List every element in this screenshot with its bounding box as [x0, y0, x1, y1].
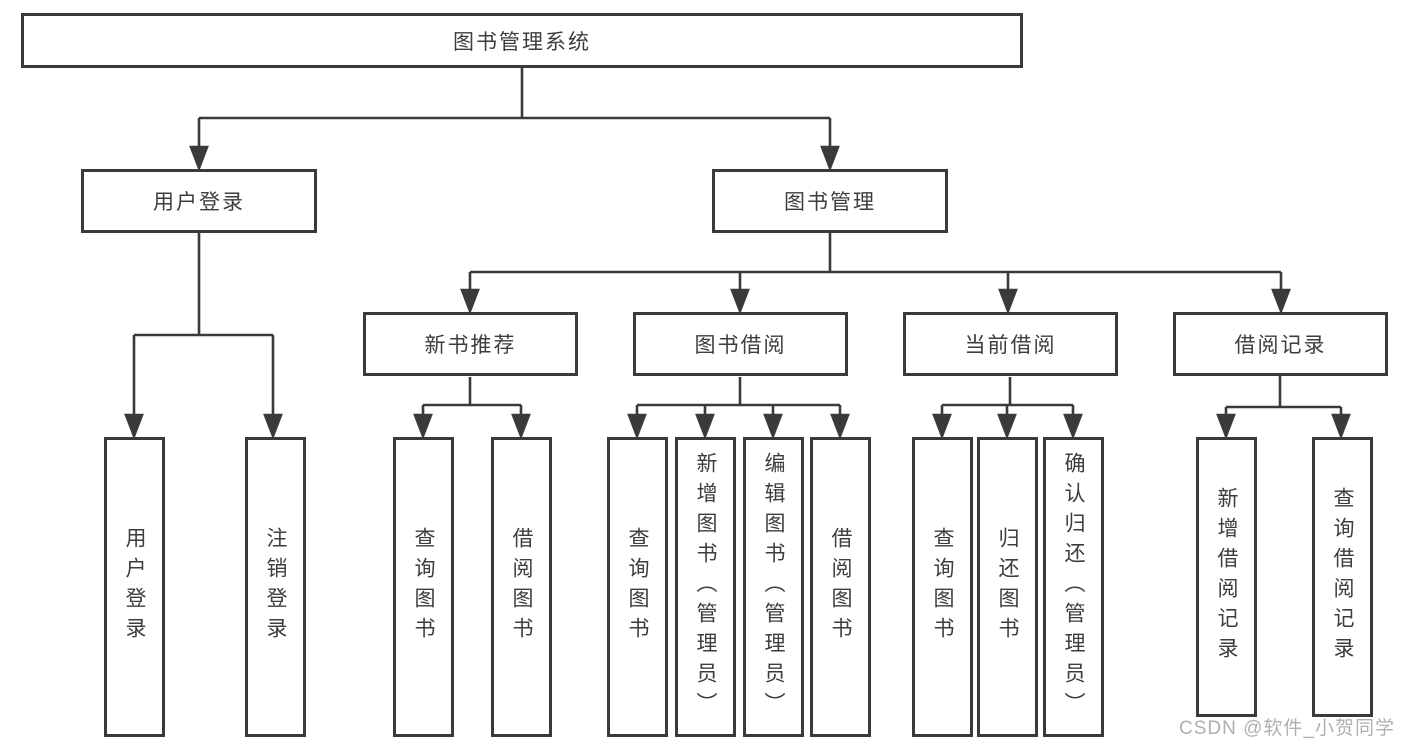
node-leaf-nb-query-books-label: 查询图书 — [412, 527, 435, 647]
node-leaf-bb-borrow-books: 借阅图书 — [810, 437, 871, 737]
node-leaf-cb-confirm-return-label: 确认归还（管理员） — [1062, 452, 1085, 722]
node-leaf-bb-borrow-books-label: 借阅图书 — [829, 527, 852, 647]
node-root: 图书管理系统 — [21, 13, 1023, 68]
node-leaf-bb-query-books: 查询图书 — [607, 437, 668, 737]
node-new-books-branch: 新书推荐 — [363, 312, 578, 376]
node-book-mgmt-branch-label: 图书管理 — [784, 191, 876, 214]
node-leaf-user-login: 用户登录 — [104, 437, 165, 737]
node-leaf-bb-query-books-label: 查询图书 — [626, 527, 649, 647]
connector-bookmgmt-to-level3 — [460, 233, 1291, 315]
connector-currentborrow-to-leaves — [932, 377, 1083, 440]
node-book-borrow-branch: 图书借阅 — [633, 312, 848, 376]
node-borrow-records-branch-label: 借阅记录 — [1234, 334, 1327, 357]
node-user-login-branch-label: 用户登录 — [153, 191, 245, 214]
node-leaf-nb-borrow-books: 借阅图书 — [491, 437, 552, 737]
node-leaf-bb-add-books: 新增图书（管理员） — [675, 437, 736, 737]
connector-borrowrecords-to-leaves — [1216, 376, 1351, 440]
node-leaf-nb-query-books: 查询图书 — [393, 437, 454, 737]
node-current-borrow-branch-label: 当前借阅 — [964, 334, 1057, 357]
node-book-mgmt-branch: 图书管理 — [712, 169, 948, 233]
node-leaf-nb-borrow-books-label: 借阅图书 — [510, 527, 533, 647]
node-book-borrow-branch-label: 图书借阅 — [694, 334, 787, 357]
connector-newbooks-to-leaves — [413, 377, 531, 440]
node-leaf-bb-add-books-label: 新增图书（管理员） — [694, 452, 717, 722]
connector-root-to-level2 — [189, 68, 840, 172]
connector-userlogin-to-leaves — [124, 233, 283, 440]
node-user-login-branch: 用户登录 — [81, 169, 317, 233]
node-leaf-cb-return-books: 归还图书 — [977, 437, 1038, 737]
node-leaf-bb-edit-books-label: 编辑图书（管理员） — [762, 452, 785, 722]
watermark: CSDN @软件_小贺同学 — [1179, 718, 1395, 739]
node-leaf-br-query-record: 查询借阅记录 — [1312, 437, 1373, 717]
node-leaf-cb-query-books-label: 查询图书 — [931, 527, 954, 647]
node-leaf-br-query-record-label: 查询借阅记录 — [1331, 487, 1354, 667]
node-leaf-logout-label: 注销登录 — [264, 527, 287, 647]
node-current-borrow-branch: 当前借阅 — [903, 312, 1118, 376]
node-borrow-records-branch: 借阅记录 — [1173, 312, 1388, 376]
node-new-books-branch-label: 新书推荐 — [424, 334, 517, 357]
node-leaf-br-add-record-label: 新增借阅记录 — [1215, 487, 1238, 667]
node-leaf-user-login-label: 用户登录 — [123, 527, 146, 647]
node-leaf-logout: 注销登录 — [245, 437, 306, 737]
node-leaf-cb-confirm-return: 确认归还（管理员） — [1043, 437, 1104, 737]
node-root-label: 图书管理系统 — [453, 30, 591, 54]
node-leaf-br-add-record: 新增借阅记录 — [1196, 437, 1257, 717]
node-leaf-cb-query-books: 查询图书 — [912, 437, 973, 737]
connector-bookborrow-to-leaves — [627, 377, 850, 440]
node-leaf-cb-return-books-label: 归还图书 — [996, 527, 1019, 647]
node-leaf-bb-edit-books: 编辑图书（管理员） — [743, 437, 804, 737]
